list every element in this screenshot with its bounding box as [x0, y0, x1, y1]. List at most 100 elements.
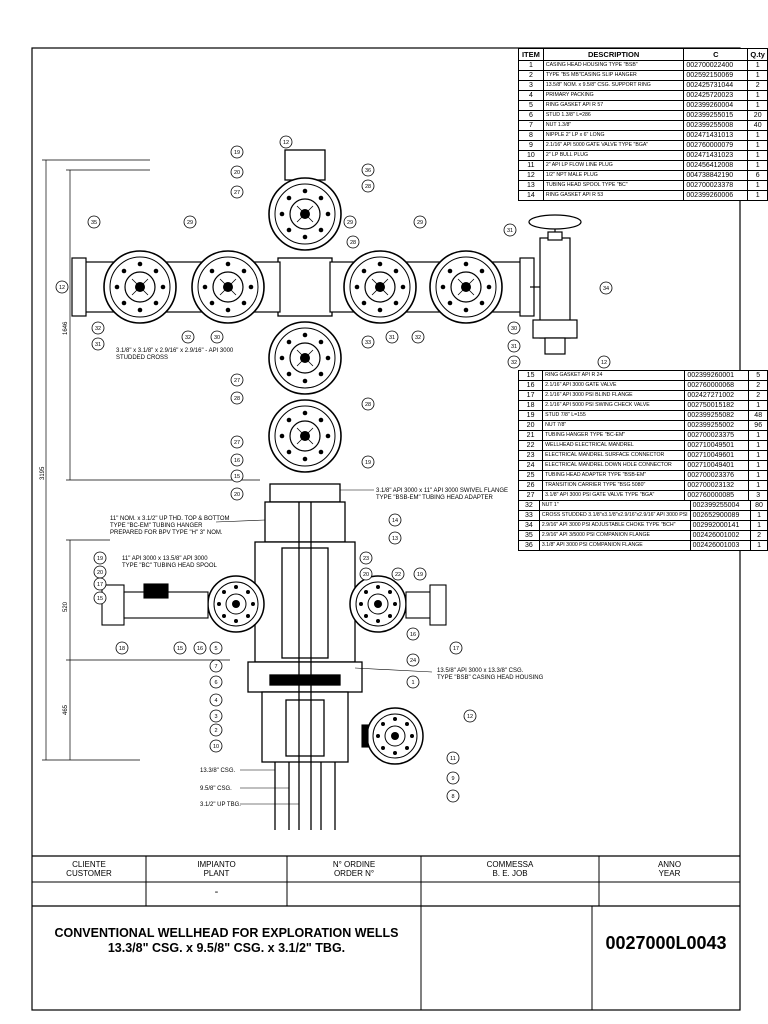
- svg-text:18: 18: [119, 646, 125, 652]
- bom-item-no: 22: [517, 440, 544, 451]
- wellhead-body: [247, 149, 363, 830]
- wing-valve-right-inner: [343, 250, 417, 324]
- bom-code: 002592150069: [683, 70, 749, 81]
- svg-text:31: 31: [389, 335, 395, 341]
- label-plant: PLANT: [203, 869, 230, 878]
- svg-text:13: 13: [392, 536, 398, 542]
- svg-text:16: 16: [234, 458, 240, 464]
- bom-item-no: 21: [517, 430, 544, 441]
- bom-code: 002399255004: [689, 500, 752, 511]
- svg-text:27: 27: [234, 378, 240, 384]
- svg-text:5: 5: [214, 646, 217, 652]
- label-csg-9: 9.5/8" CSG.: [200, 786, 232, 792]
- document-number: 0027000L0043: [605, 933, 727, 953]
- bom-description: RING GASKET API R 57: [542, 100, 685, 111]
- bom-code: 002760000085: [684, 490, 750, 501]
- bom-qty: 48: [748, 410, 768, 421]
- svg-text:30: 30: [214, 335, 220, 341]
- bom-item-no: 25: [517, 470, 544, 481]
- bom-item-no: 4: [518, 90, 544, 101]
- label-swivel: 3.1/8" API 3000 x 11" API 3000 SWIVEL FL…: [376, 488, 508, 494]
- bom-item-no: 19: [517, 410, 544, 421]
- svg-text:17: 17: [453, 646, 459, 652]
- svg-text:16: 16: [197, 646, 203, 652]
- svg-text:31: 31: [95, 342, 101, 348]
- bom-item-no: 17: [517, 390, 544, 401]
- spool-side-flanges: [101, 583, 447, 748]
- bom-description: TUBING HEAD ADAPTER TYPE "BSB-EM": [542, 470, 686, 481]
- bom-qty: 1: [747, 190, 768, 201]
- label-impianto: IMPIANTO: [197, 860, 236, 869]
- bom-description: 1/2" NPT MALE PLUG: [542, 170, 685, 181]
- bom-qty: 1: [748, 400, 768, 411]
- col-code: C: [683, 48, 749, 61]
- dim-1646: 1646: [63, 321, 69, 335]
- svg-text:34: 34: [603, 286, 609, 292]
- dim-3195: 3195: [40, 466, 46, 480]
- item-balloons: [55, 135, 613, 803]
- bom-description: TUBING HEAD SPOOL TYPE "BC": [542, 180, 685, 191]
- bom-qty: 1: [748, 480, 768, 491]
- svg-text:23: 23: [363, 556, 369, 562]
- master-valve-upper: [268, 321, 342, 395]
- svg-text:20: 20: [234, 492, 240, 498]
- label-tbg: 3.1/2" UP TBG.: [200, 802, 241, 808]
- label-commessa: COMMESSA: [486, 860, 534, 869]
- bom-description: ELECTRICAL MANDREL DOWN HOLE CONNECTOR: [542, 460, 686, 471]
- bom-code: 002399255015: [683, 110, 749, 121]
- bom-description: NIPPLE 2" LP x 6" LONG: [542, 130, 685, 141]
- bom-qty: 1: [747, 130, 768, 141]
- bom-qty: 1: [748, 450, 768, 461]
- svg-text:11: 11: [450, 756, 456, 762]
- title-block-order: N° ORDINE ORDER N°: [287, 860, 421, 878]
- svg-text:33: 33: [365, 340, 371, 346]
- bom-code: 002992000141: [689, 520, 752, 531]
- bom-qty: 2: [747, 80, 768, 91]
- bom-code: 002399255082: [684, 410, 750, 421]
- bom-qty: 1: [747, 150, 768, 161]
- label-year: YEAR: [658, 869, 681, 878]
- svg-text:27: 27: [234, 440, 240, 446]
- adjustable-choke: [528, 214, 582, 355]
- title-line-2: 13.3/8" CSG. x 9.5/8" CSG. x 3.1/2" TBG.: [107, 941, 346, 955]
- svg-text:9: 9: [451, 776, 454, 782]
- bom-code: 002399255002: [684, 420, 750, 431]
- svg-text:20: 20: [234, 170, 240, 176]
- wing-valve-right-outer: [429, 250, 503, 324]
- svg-text:28: 28: [365, 184, 371, 190]
- bom-description: PRIMARY PACKING: [542, 90, 685, 101]
- drawing-title: CONVENTIONAL WELLHEAD FOR EXPLORATION WE…: [32, 926, 421, 956]
- bom-description: 2" LP BULL PLUG: [542, 150, 685, 161]
- bom-item-no: 1: [518, 60, 544, 71]
- label-hanger-2: TYPE "BC-EM" TUBING HANGER: [110, 523, 203, 529]
- svg-text:12: 12: [601, 360, 607, 366]
- bom-qty: 20: [747, 110, 768, 121]
- bom-item-no: 13: [518, 180, 544, 191]
- bom-qty: 1: [747, 140, 768, 151]
- bom-item-no: 26: [517, 480, 544, 491]
- title-block-year: ANNO YEAR: [599, 860, 740, 878]
- bom-item-no: 20: [517, 420, 544, 431]
- bom-qty: 1: [748, 470, 768, 481]
- bom-qty: 80: [750, 500, 768, 511]
- label-adapter: TYPE "BSB-EM" TUBING HEAD ADAPTER: [376, 495, 494, 501]
- bom-item-no: 14: [518, 190, 544, 201]
- bom-item-no: 15: [517, 370, 544, 381]
- bom-item-no: 34: [518, 520, 540, 531]
- svg-text:32: 32: [511, 360, 517, 366]
- bom-item-no: 24: [517, 460, 544, 471]
- bom-code: 004738842190: [683, 170, 749, 181]
- leader-lines: [215, 489, 433, 805]
- title-block-customer: CLIENTE CUSTOMER: [32, 860, 146, 878]
- bom-description: 3.1/8" API 3000 PSI GATE VALVE TYPE "BGA…: [542, 490, 686, 501]
- bom-qty: 1: [748, 460, 768, 471]
